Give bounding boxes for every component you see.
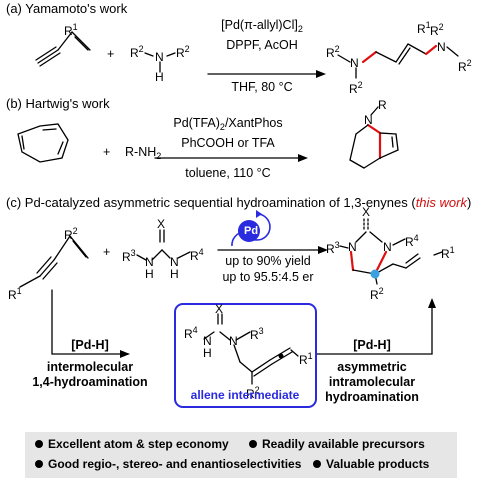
product-a-structure bbox=[337, 43, 459, 79]
right-step-line3: hydroamination bbox=[325, 390, 419, 404]
condition-b-1: Pd(TFA)2/XantPhos bbox=[173, 116, 283, 132]
bullet-dot-3 bbox=[35, 460, 43, 468]
atom-r2-enyne-c: R2 bbox=[64, 226, 78, 242]
amine-b: R-NH2 bbox=[125, 145, 162, 161]
highlight-2: Readily available precursors bbox=[262, 437, 425, 451]
pd-catalyst-label: Pd bbox=[244, 225, 259, 237]
arrowheads bbox=[120, 70, 436, 358]
atom-r4-allene: R4 bbox=[184, 325, 198, 341]
atom-r1-enyne-c: R1 bbox=[8, 286, 22, 302]
atom-r2d-product-a: R2 bbox=[458, 58, 472, 74]
section-c-label: (c) Pd-catalyzed asymmetric sequential h… bbox=[6, 195, 472, 210]
atom-r4-product-c: R4 bbox=[405, 233, 419, 249]
atom-r3-product-c: R3 bbox=[326, 240, 340, 256]
atom-r1-product-c: R1 bbox=[441, 245, 455, 261]
section-b-label: (b) Hartwig's work bbox=[6, 96, 110, 111]
atom-r2-right-a: R2 bbox=[176, 44, 190, 60]
atom-n2-product-a: N bbox=[437, 40, 446, 54]
plus-b: + bbox=[103, 145, 111, 159]
atom-r2c-product-a: R2 bbox=[430, 22, 444, 38]
left-step-line1: intermolecular bbox=[46, 360, 134, 374]
atom-n-a: N bbox=[155, 50, 164, 64]
urea-structure bbox=[136, 229, 191, 261]
enyne-c-structure bbox=[19, 235, 89, 288]
condition-a-3: THF, 80 °C bbox=[231, 80, 293, 94]
atom-x-urea: X bbox=[157, 217, 166, 231]
left-step-line2: 1,4-hydroamination bbox=[32, 375, 148, 389]
atom-n1-urea: N bbox=[145, 255, 154, 269]
condition-b-2: PhCOOH or TFA bbox=[181, 136, 275, 150]
atom-n1-allene: N bbox=[203, 334, 212, 348]
highlight-4: Valuable products bbox=[326, 457, 430, 471]
atom-h-a: H bbox=[155, 70, 164, 84]
bullet-dot-1 bbox=[35, 440, 43, 448]
stereocenter-marker bbox=[370, 269, 380, 279]
atom-h2-urea: H bbox=[170, 267, 179, 281]
condition-b-3: toluene, 110 °C bbox=[185, 166, 271, 180]
atom-h1-urea: H bbox=[145, 267, 154, 281]
atom-n1-product-a: N bbox=[350, 56, 359, 70]
atom-r2-left-a: R2 bbox=[130, 44, 144, 60]
left-step-tag: [Pd-H] bbox=[71, 338, 109, 352]
atom-r2-product-c: R2 bbox=[370, 286, 384, 302]
atom-r2b-product-a: R2 bbox=[349, 80, 363, 96]
allene-intermediate-label: allene intermediate bbox=[190, 388, 300, 402]
yield-text: up to 90% yield bbox=[225, 254, 311, 268]
highlight-1: Excellent atom & step economy bbox=[48, 437, 229, 451]
allene-intermediate-structure bbox=[203, 313, 299, 385]
atom-r-tropane: R bbox=[378, 98, 387, 112]
atom-n2-product-c: N bbox=[383, 240, 392, 254]
right-step-tag: [Pd-H] bbox=[353, 338, 391, 352]
highlights-box bbox=[25, 432, 457, 478]
atom-n1-product-c: N bbox=[348, 240, 357, 254]
right-step-line2: intramolecular bbox=[328, 375, 416, 389]
plus-c: + bbox=[103, 245, 111, 259]
section-a-label: (a) Yamamoto's work bbox=[6, 1, 128, 16]
er-text: up to 95.5:4.5 er bbox=[222, 270, 314, 284]
atom-r3-allene: R3 bbox=[250, 326, 264, 342]
condition-a-2: DPPF, AcOH bbox=[226, 38, 298, 52]
atom-r1-product-a: R1 bbox=[417, 20, 431, 36]
amine-a-structure bbox=[144, 52, 176, 73]
allene-box bbox=[174, 303, 317, 408]
atom-r2a-product-a: R2 bbox=[326, 44, 340, 60]
atom-r1-a: R1 bbox=[64, 22, 78, 38]
atom-r2-allene: R2 bbox=[246, 385, 260, 401]
right-step-line1: asymmetric bbox=[337, 360, 407, 374]
atom-h-allene: H bbox=[203, 346, 212, 360]
atom-n-tropane: N bbox=[364, 113, 373, 127]
highlight-3: Good regio-, stereo- and enantioselectiv… bbox=[48, 457, 302, 471]
atom-x-product-c: X bbox=[362, 205, 371, 219]
cycloheptatriene-structure bbox=[17, 123, 69, 163]
arrow-left-path bbox=[51, 289, 121, 355]
atom-r4-urea: R4 bbox=[190, 247, 204, 263]
pd-catalyst-cycle bbox=[231, 210, 271, 247]
enyne-a-structure bbox=[35, 31, 91, 67]
plus-a: + bbox=[107, 47, 115, 61]
atom-n2-urea: N bbox=[170, 255, 179, 269]
bullet-dot-2 bbox=[249, 440, 257, 448]
atom-r1-allene: R1 bbox=[299, 351, 313, 367]
bullet-dot-4 bbox=[313, 460, 321, 468]
atom-x-allene: X bbox=[215, 302, 224, 316]
tropane-structure bbox=[349, 106, 399, 169]
atom-r3-urea: R3 bbox=[122, 248, 136, 264]
arrow-right-path bbox=[315, 307, 433, 355]
atom-n2-allene: N bbox=[229, 334, 238, 348]
condition-a-1: [Pd(π-allyl)Cl]2 bbox=[221, 18, 303, 34]
